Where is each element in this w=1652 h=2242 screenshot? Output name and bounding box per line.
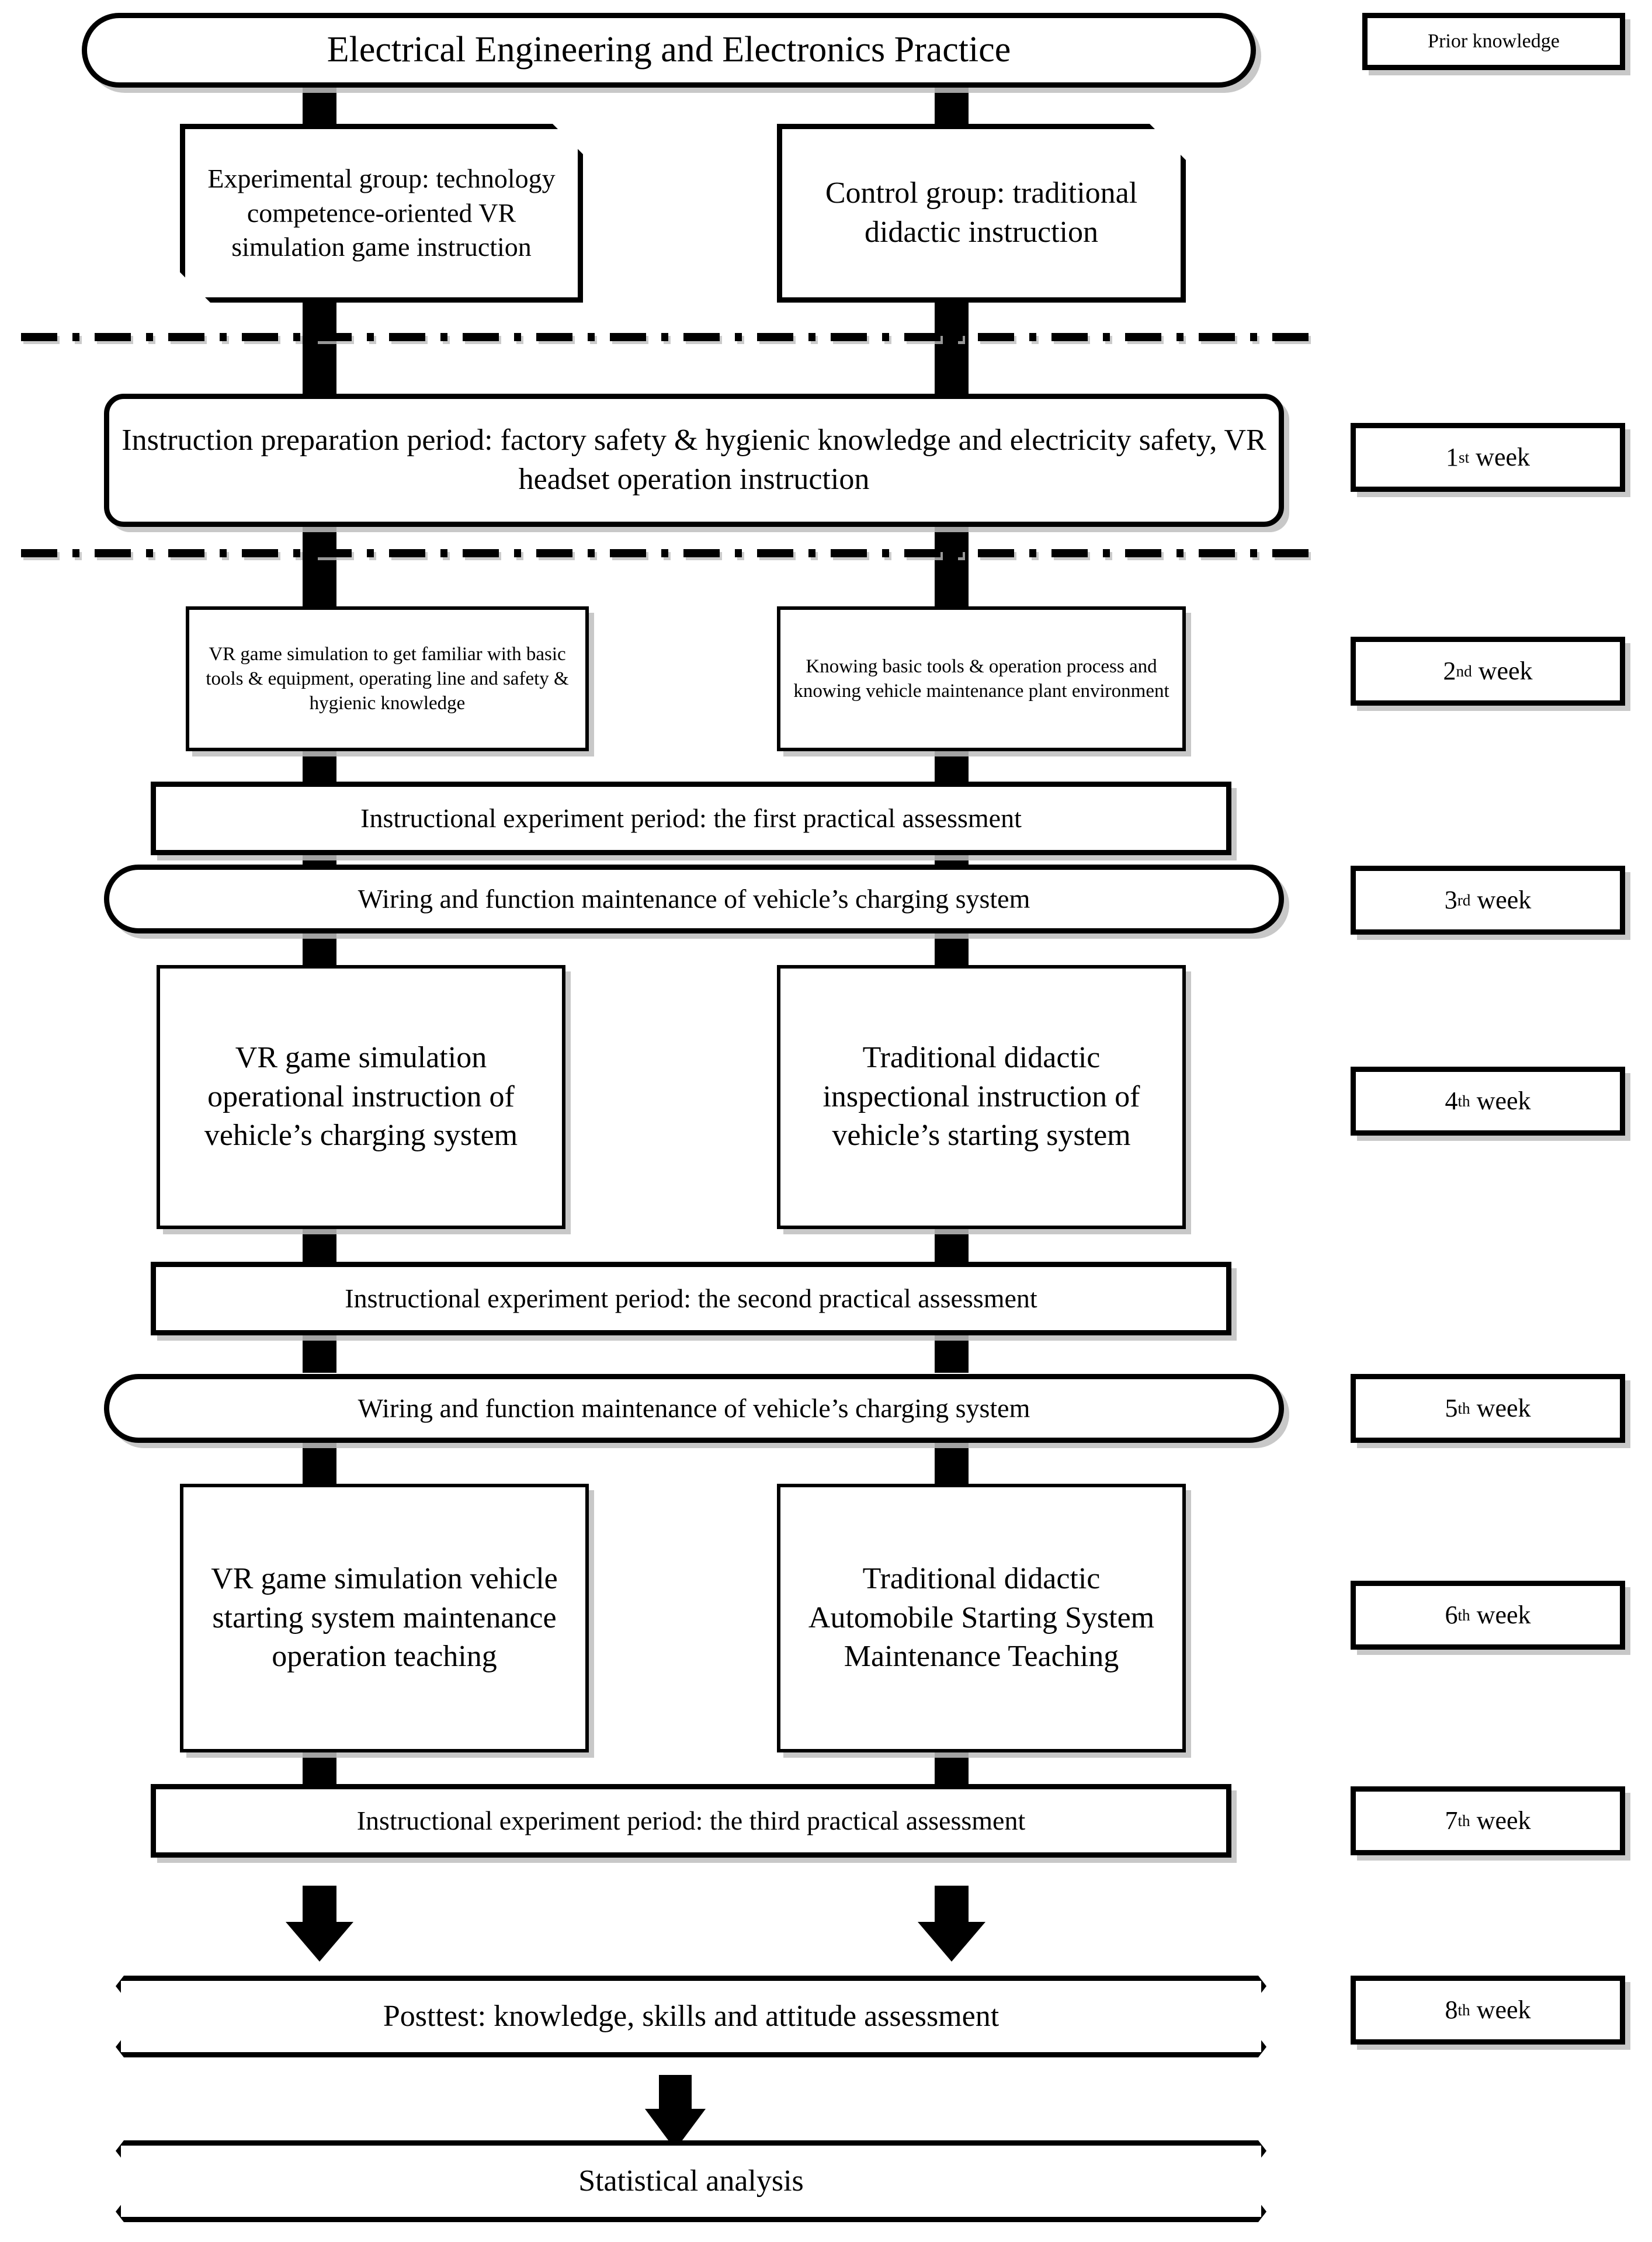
node-course-title[interactable]: Electrical Engineering and Electronics P… xyxy=(82,13,1256,88)
phase-separator-bottom xyxy=(21,549,1324,557)
week-ordinal: 5 xyxy=(1445,1393,1458,1422)
node-wiring-charging-system-2[interactable]: Wiring and function maintenance of vehic… xyxy=(104,1374,1284,1443)
week-ordinal: 2 xyxy=(1443,656,1456,685)
node-assessment-first[interactable]: Instructional experiment period: the fir… xyxy=(151,782,1231,855)
node-instruction-preparation[interactable]: Instruction preparation period: factory … xyxy=(104,394,1284,527)
connector-right-to-prep xyxy=(935,292,969,409)
node-week4-control[interactable]: Traditional didactic inspectional instru… xyxy=(777,965,1186,1229)
week-ordinal: 1 xyxy=(1445,442,1459,471)
arrow-right-to-posttest xyxy=(918,1886,985,1962)
node-statistical-analysis[interactable]: Statistical analysis xyxy=(116,2140,1266,2222)
week-ordinal: 3 xyxy=(1444,885,1457,914)
week-ordinal: 7 xyxy=(1445,1806,1458,1835)
node-wiring-charging-system-1[interactable]: Wiring and function maintenance of vehic… xyxy=(104,865,1284,933)
phase-separator-top xyxy=(21,333,1324,341)
connector-left-to-prep xyxy=(303,292,336,409)
week-ordinal: 4 xyxy=(1445,1086,1458,1115)
arrow-posttest-to-statistical xyxy=(641,2075,709,2151)
week-ordinal: 6 xyxy=(1445,1600,1458,1629)
node-posttest[interactable]: Posttest: knowledge, skills and attitude… xyxy=(116,1976,1266,2057)
week-ordinal: 8 xyxy=(1445,1995,1458,2024)
node-assessment-third[interactable]: Instructional experiment period: the thi… xyxy=(151,1784,1231,1858)
node-week2-control[interactable]: Knowing basic tools & operation process … xyxy=(777,606,1186,751)
node-week2-experimental[interactable]: VR game simulation to get familiar with … xyxy=(186,606,589,751)
arrow-left-to-posttest xyxy=(286,1886,353,1962)
node-week6-control[interactable]: Traditional didactic Automobile Starting… xyxy=(777,1484,1186,1752)
node-assessment-second[interactable]: Instructional experiment period: the sec… xyxy=(151,1262,1231,1335)
node-week6-experimental[interactable]: VR game simulation vehicle starting syst… xyxy=(180,1484,589,1752)
node-control-group[interactable]: Control group: traditional didactic inst… xyxy=(777,124,1186,303)
node-week4-experimental[interactable]: VR game simulation operational instructi… xyxy=(157,965,565,1229)
timeline-label-prior-knowledge[interactable]: Prior knowledge xyxy=(1362,13,1625,70)
node-experimental-group[interactable]: Experimental group: technology competenc… xyxy=(180,124,583,303)
